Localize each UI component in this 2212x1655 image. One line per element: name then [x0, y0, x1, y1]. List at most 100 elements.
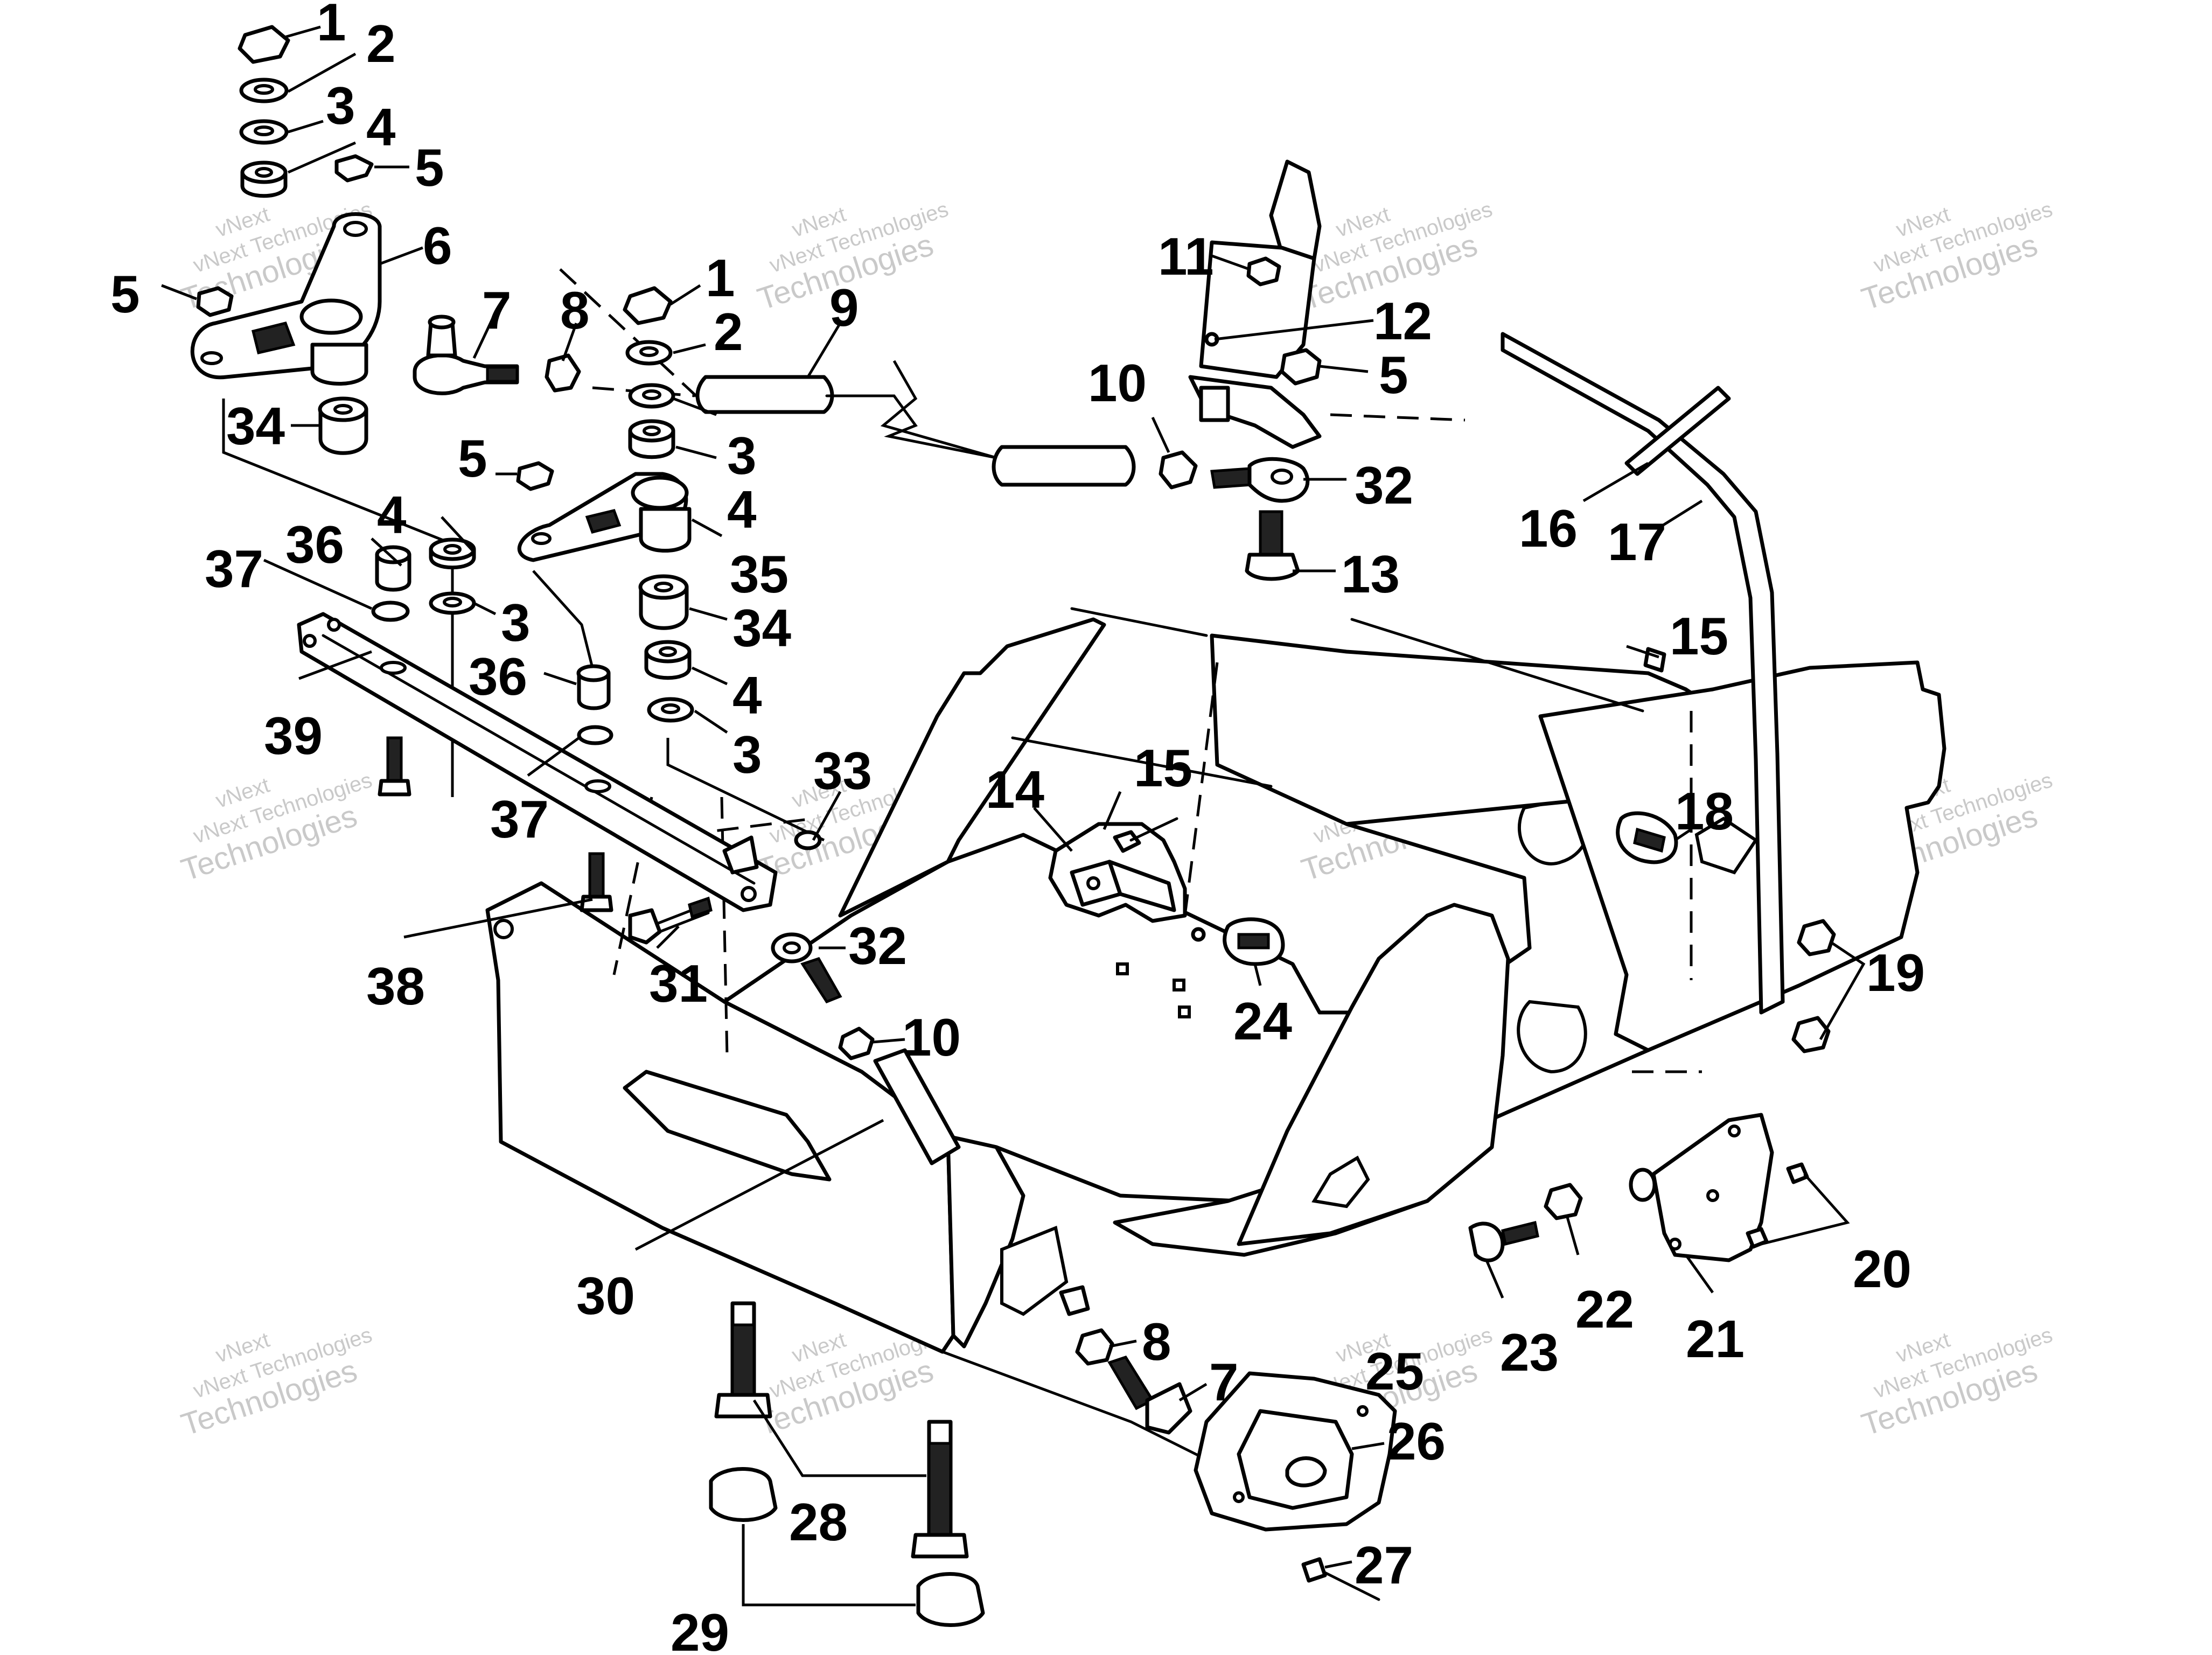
assembly-line — [222, 399, 454, 797]
leader-line — [752, 1399, 926, 1477]
watermark: vNext vNext Technologies Technologies — [177, 1323, 375, 1442]
leader-lines — [161, 25, 1866, 1607]
plate-hole — [1728, 1125, 1741, 1137]
washer-hole — [254, 84, 274, 95]
watermark: vNext vNext Technologies Technologies — [1858, 1323, 2056, 1442]
bar-hole — [303, 634, 317, 648]
tie-rod-sleeve — [695, 375, 834, 414]
leader-line — [161, 284, 197, 301]
small-nut — [334, 154, 374, 183]
lock-nut-22 — [1544, 1183, 1583, 1220]
leader-line — [561, 323, 578, 361]
jam-nut — [1159, 450, 1198, 490]
tie-rod — [695, 375, 1136, 487]
rod-thread — [800, 956, 842, 1004]
plate-hole — [1706, 1189, 1719, 1202]
handlebar-strap — [1624, 386, 1731, 476]
leader-line — [287, 52, 357, 93]
callout-10: 10 — [902, 1008, 961, 1067]
spacer-hole — [333, 404, 353, 415]
bolt-thread — [731, 1323, 756, 1396]
plate-top-line — [1011, 736, 1273, 788]
callout-38: 38 — [366, 956, 425, 1016]
guide-line — [612, 797, 653, 975]
small-nut — [1191, 927, 1206, 942]
screw-27 — [1301, 1557, 1327, 1583]
callout-6: 6 — [423, 216, 452, 275]
gusset-cutout — [1000, 1225, 1069, 1316]
skid-slot — [1311, 1155, 1370, 1209]
leader-line — [812, 791, 842, 841]
callout-32: 32 — [848, 916, 907, 975]
plate-mid-line — [1070, 607, 1208, 637]
callout-11: 11 — [1158, 227, 1214, 286]
callout-31: 31 — [649, 954, 708, 1013]
callout-1: 1 — [706, 248, 735, 308]
callout-5: 5 — [458, 429, 487, 488]
leader-line — [288, 120, 324, 134]
callout-7: 7 — [482, 281, 512, 340]
jam-nut — [545, 353, 581, 393]
bolt-thread — [688, 896, 713, 919]
lower-left-hardware — [378, 736, 961, 1165]
small-nut — [1280, 348, 1322, 386]
screw-line — [1323, 1571, 1380, 1601]
callout-5: 5 — [110, 264, 140, 324]
callout-14: 14 — [986, 760, 1044, 819]
arm-boss — [631, 476, 689, 510]
tie-rod-sleeve — [992, 445, 1136, 487]
tie-rod-end-right — [1159, 256, 1322, 581]
callout-9: 9 — [829, 278, 859, 337]
screw-15 — [1113, 830, 1141, 853]
floor-hole — [1173, 979, 1185, 991]
washer-hole — [661, 703, 680, 714]
callout-39: 39 — [264, 706, 323, 765]
callout-4: 4 — [366, 97, 396, 157]
right-angled-wall — [1237, 903, 1510, 1246]
leader-line — [298, 650, 372, 680]
leader-line — [1214, 319, 1374, 341]
callout-37: 37 — [205, 539, 263, 598]
bolt-thread — [386, 736, 403, 783]
plate-boss — [1629, 1168, 1657, 1202]
bolt-thread — [1259, 510, 1283, 556]
assembly-line — [880, 360, 997, 459]
mount-bolt — [1237, 933, 1270, 949]
plate-hole — [1233, 1491, 1245, 1503]
washer-hole — [639, 346, 659, 357]
bolt-head — [911, 1533, 969, 1559]
frame-assembly — [485, 607, 1946, 1477]
leader-line — [691, 518, 723, 537]
leader-line — [543, 672, 577, 686]
washer-37 — [371, 600, 410, 622]
bushing-36 — [577, 671, 611, 710]
callout-16: 16 — [1519, 499, 1578, 558]
long-bolts — [709, 1301, 985, 1627]
watermark: vNext vNext Technologies Technologies — [1858, 197, 2056, 317]
bar-hole — [741, 886, 757, 902]
leader-line — [282, 25, 321, 39]
small-nut — [516, 461, 554, 491]
small-nut — [1246, 256, 1281, 287]
bar-edge — [322, 634, 756, 885]
leader-line — [472, 311, 497, 359]
left-small-stack — [371, 537, 613, 745]
hex-nut — [623, 286, 673, 325]
leader-line — [1253, 963, 1262, 986]
thread — [1210, 467, 1254, 489]
callout-2: 2 — [366, 14, 396, 73]
callout-15: 15 — [1134, 738, 1192, 798]
callout-35: 35 — [730, 544, 788, 604]
mount-boss — [1285, 1456, 1327, 1488]
nut-19 — [1791, 1016, 1831, 1053]
assembly-line — [666, 738, 825, 842]
front-bottom-edge — [941, 1350, 1240, 1477]
plate-hole — [1669, 1238, 1681, 1251]
column-bracket — [1199, 240, 1316, 379]
leader-line — [872, 1038, 905, 1044]
floor-hole — [1178, 1005, 1191, 1018]
leader-line — [689, 607, 728, 621]
washer-tab — [722, 835, 759, 875]
bolt-thread — [1501, 1220, 1539, 1246]
